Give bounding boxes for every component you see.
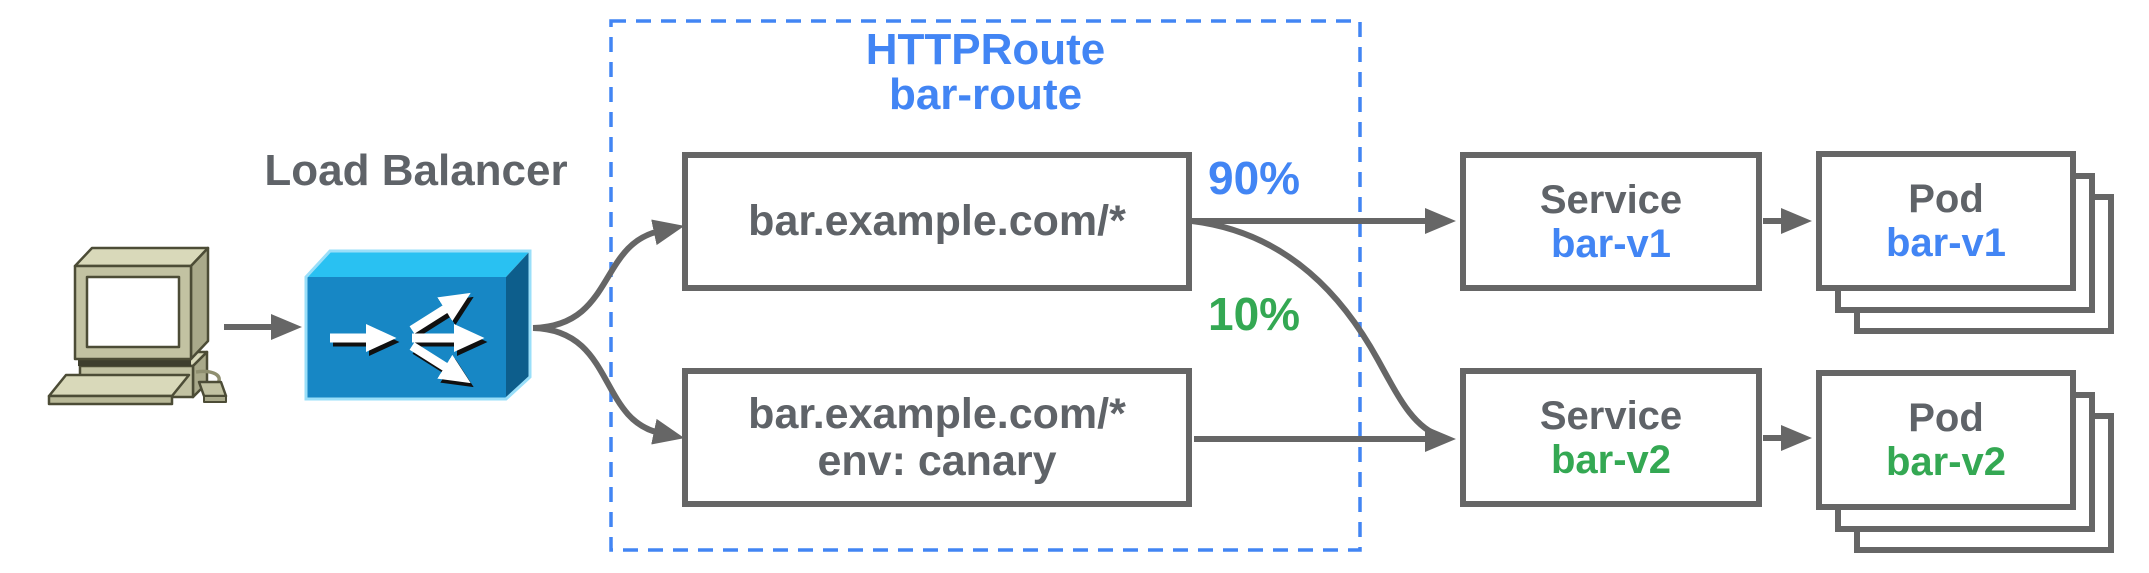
lb-split-arrows	[330, 292, 485, 384]
service-1-kind: Service	[1539, 177, 1683, 222]
service-bar-v1-box: Service bar-v1	[1460, 152, 1762, 291]
httproute-group-border	[609, 19, 1362, 552]
pod-bar-v1-box: Pod bar-v1	[1816, 151, 2076, 291]
pod-bar-v2-box: Pod bar-v2	[1816, 370, 2076, 510]
route-rule-2-match: bar.example.com/*	[748, 389, 1126, 438]
service-2-name: bar-v2	[1550, 437, 1672, 482]
pod-1-kind: Pod	[1908, 177, 1984, 221]
weight-label-90: 90%	[1208, 152, 1301, 204]
service-1-name: bar-v1	[1550, 221, 1672, 266]
route-rule-2-box: bar.example.com/* env: canary	[682, 368, 1192, 507]
service-bar-v2-box: Service bar-v2	[1460, 368, 1762, 507]
route-rule-1-match: bar.example.com/*	[748, 197, 1126, 245]
pod-1-name: bar-v1	[1885, 221, 2007, 265]
pod-2-kind: Pod	[1908, 396, 1984, 440]
pod-2-name: bar-v2	[1885, 440, 2007, 484]
load-balancer-icon	[304, 249, 532, 401]
service-2-kind: Service	[1539, 393, 1683, 438]
route-rule-2-header: env: canary	[817, 436, 1057, 485]
lb-to-route1-arrow	[532, 219, 685, 331]
lb-to-route2-arrow	[532, 325, 685, 445]
httproute-kind: HTTPRoute	[865, 25, 1106, 74]
httproute-name: bar-route	[888, 70, 1083, 119]
route-rule-1-box: bar.example.com/*	[682, 152, 1192, 291]
route1-to-service2-curve	[1191, 218, 1444, 440]
load-balancer-label: Load Balancer	[264, 146, 568, 195]
computer-icon	[47, 246, 228, 406]
httproute-title: HTTPRoute bar-route	[611, 27, 1360, 117]
weight-label-10: 10%	[1208, 288, 1301, 340]
